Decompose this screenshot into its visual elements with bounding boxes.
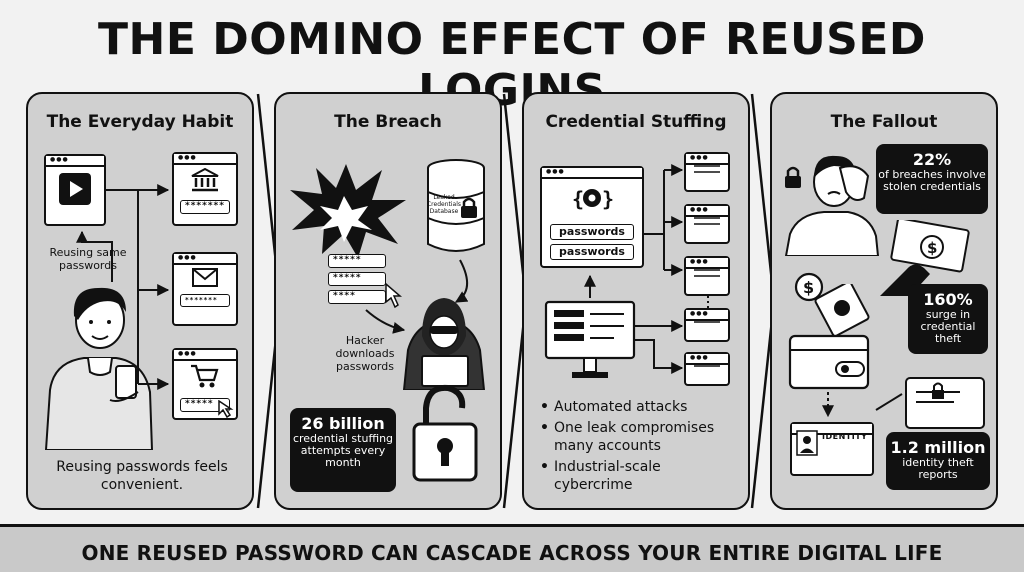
bank-icon (191, 168, 219, 192)
shop-password-field[interactable]: ***** (180, 398, 230, 412)
database-icon (427, 159, 485, 252)
footer-text: ONE REUSED PASSWORD CAN CASCADE ACROSS Y… (81, 541, 943, 565)
mail-icon (192, 268, 218, 287)
dollar-symbol: $ (927, 239, 937, 257)
database-label: Leaked Credentials Database (426, 194, 461, 215)
wallet-icon (788, 334, 870, 390)
habit-caption: Reusing passwords feels convenient. (56, 459, 228, 493)
panel-title: The Everyday Habit (46, 112, 234, 132)
play-icon (59, 173, 91, 205)
bullet-item: Industrial-scale cybercrime (540, 458, 740, 494)
stat-value: 22% (912, 150, 952, 169)
avatar (796, 430, 818, 456)
identity-document-icon (905, 377, 985, 429)
explosion-icon (290, 164, 406, 258)
breach-arrows (365, 259, 469, 334)
mail-window: ●●● (172, 252, 238, 326)
fallout-stat-3: 1.2 million identity theft reports (886, 432, 990, 490)
stuffing-bullet-list: Automated attacks One leak compromises m… (540, 398, 740, 497)
leaked-password-field-2: ***** (328, 272, 386, 286)
passwords-field-1: passwords (550, 224, 634, 240)
page-title: THE DOMINO EFFECT OF REUSED LOGINS (98, 14, 926, 116)
target-window-2: ●●● (684, 204, 730, 244)
lock-icon (461, 197, 477, 218)
dollar-symbol: $ (803, 278, 814, 297)
person-with-phone-illustration (44, 287, 154, 450)
stat-value: 1.2 million (890, 438, 986, 457)
fallout-stat-1: 22% of breaches involve stolen credentia… (876, 144, 988, 214)
connector-arrows (76, 184, 170, 390)
stat-text: identity theft reports (902, 456, 974, 481)
hacker-note: Hacker downloads passwords (335, 334, 395, 373)
money-hand-illustration: $ (880, 220, 970, 296)
stat-text: credential stuffing attempts every month (292, 432, 394, 469)
stat-text: of breaches involve stolen credentials (878, 168, 986, 193)
stuffing-arrows (584, 164, 720, 374)
bullet-item: Automated attacks (540, 398, 740, 416)
panel-title: The Breach (334, 112, 442, 132)
breach-stat-card: 26 billion credential stuffing attempts … (290, 408, 396, 492)
target-window-4: ●●● (684, 308, 730, 342)
svg-text:{: { (572, 187, 584, 211)
money-leaving-wallet-illustration (814, 284, 870, 337)
stat-value: 160% (923, 290, 973, 309)
stat-value: 26 billion (301, 414, 385, 433)
lock-icon (785, 166, 801, 188)
svg-text:}: } (602, 187, 614, 211)
passwords-field-2: passwords (550, 244, 634, 260)
fallout-stat-2: 160% surge in credential theft (908, 284, 988, 354)
leaked-password-field-1: ***** (328, 254, 386, 268)
stat-text: surge in credential theft (920, 308, 976, 345)
panel-title: Credential Stuffing (545, 112, 727, 132)
panel-title: The Fallout (830, 112, 938, 132)
footer-banner: ONE REUSED PASSWORD CAN CASCADE ACROSS Y… (0, 524, 1024, 572)
shopping-cart-icon (191, 364, 219, 388)
cursor-icon (218, 400, 234, 418)
gear-icon: { } (572, 187, 614, 211)
dollar-coin-icon: $ (794, 272, 824, 302)
bank-password-field[interactable]: ******* (180, 200, 230, 214)
target-window-1: ●●● (684, 152, 730, 192)
reuse-passwords-label: Reusing same passwords (49, 246, 127, 272)
fallout-arrows (822, 392, 903, 418)
target-window-5: ●●● (684, 352, 730, 386)
monitor-icon (544, 300, 636, 378)
distressed-person-illustration (784, 155, 880, 256)
identity-label: IDENTITY (822, 432, 868, 441)
hacker-illustration (402, 298, 486, 390)
bullet-item: One leak compromises many accounts (540, 419, 740, 455)
mail-password-field[interactable]: ******* (180, 294, 230, 307)
broken-padlock-icon (412, 384, 478, 482)
